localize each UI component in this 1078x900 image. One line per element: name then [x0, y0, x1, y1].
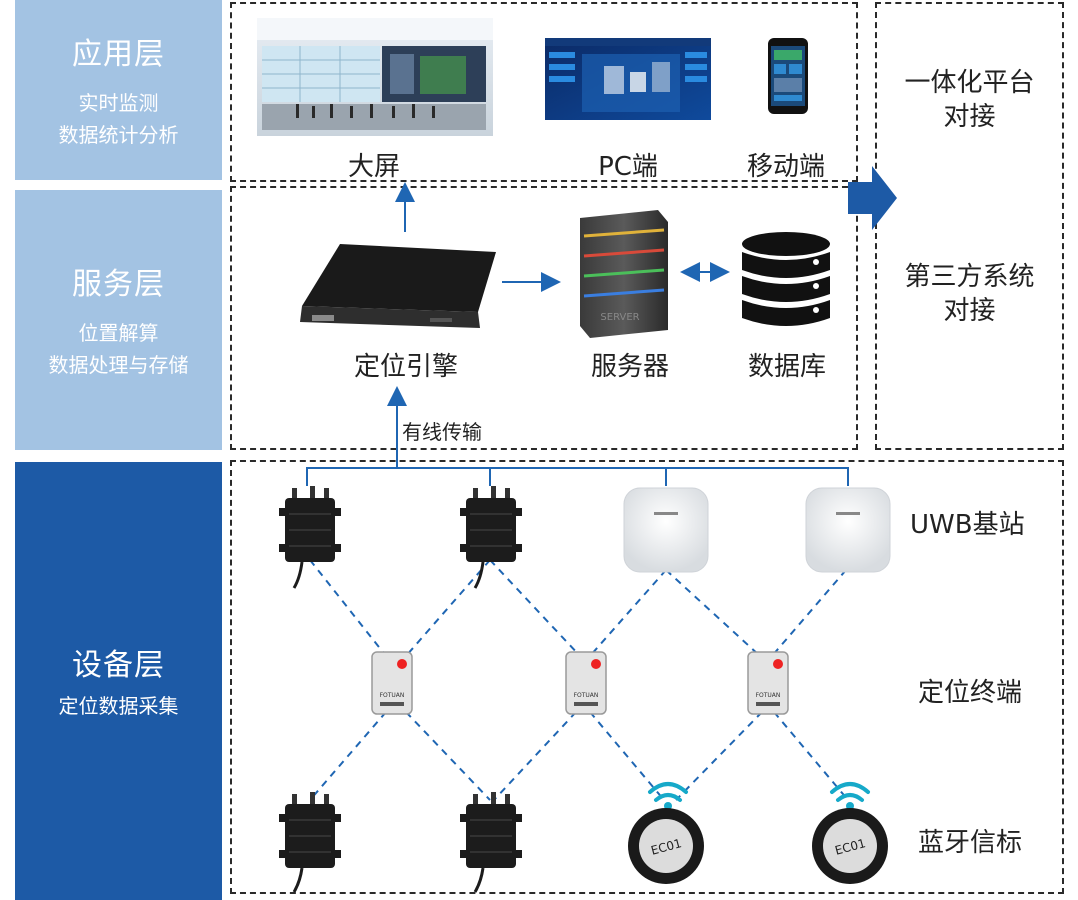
service-layer-line-1: 位置解算 [78, 321, 159, 345]
device-layer-panel: 设备层 定位数据采集 [15, 462, 222, 900]
platform-integration-line-1: 一体化平台 [904, 68, 1035, 98]
terminal-brand-2: FOTUAN [574, 692, 599, 699]
positioning-terminal-1: FOTUAN [371, 651, 413, 715]
positioning-engine-image [300, 244, 496, 328]
application-layer-line-2: 数据统计分析 [58, 123, 179, 147]
connection-lines [309, 559, 849, 801]
server-image: SERVER [580, 210, 668, 338]
uwb-station-label: UWB基站 [910, 510, 1025, 540]
uwb-station-3 [623, 487, 709, 573]
third-party-integration-line-1: 第三方系统 [904, 262, 1035, 292]
wifi-signal-icon-1 [648, 782, 688, 802]
positioning-terminal-label: 定位终端 [918, 678, 1023, 708]
big-screen-label: 大屏 [347, 152, 401, 182]
device-layer-title: 设备层 [72, 648, 165, 683]
third-party-arrow [848, 166, 897, 230]
terminal-brand-1: FOTUAN [380, 692, 405, 699]
service-layer-panel: 服务层 位置解算 数据处理与存储 [15, 190, 222, 450]
pc-screen-image [545, 38, 711, 120]
service-box [230, 186, 858, 450]
third-party-box [875, 2, 1064, 450]
service-layer-title: 服务层 [72, 267, 165, 302]
database-icon [742, 232, 830, 326]
uwb-station-2 [460, 486, 522, 589]
application-layer-title: 应用层 [72, 37, 165, 72]
terminal-brand-3: FOTUAN [756, 692, 781, 699]
database-label: 数据库 [747, 352, 827, 382]
mobile-phone-image [768, 38, 808, 114]
platform-integration-line-2: 对接 [943, 102, 996, 132]
pc-label: PC端 [598, 152, 658, 182]
application-layer-panel: 应用层 实时监测 数据统计分析 [15, 0, 222, 180]
big-screen-image [257, 18, 493, 136]
platform-integration-label: 一体化平台 对接 [875, 66, 1064, 134]
engine-label: 定位引擎 [353, 352, 459, 382]
service-layer-line-2: 数据处理与存储 [48, 353, 189, 377]
mobile-label: 移动端 [746, 152, 826, 182]
application-box [230, 2, 858, 182]
uwb-station-1 [279, 486, 341, 589]
bluetooth-beacon-1: EC01 [628, 782, 704, 884]
third-party-integration-label: 第三方系统 对接 [875, 260, 1064, 328]
uwb-station-6 [460, 792, 522, 893]
bluetooth-beacon-2: EC01 [812, 782, 888, 884]
bluetooth-beacon-label: 蓝牙信标 [918, 828, 1023, 858]
uwb-station-4 [805, 487, 891, 573]
wired-transmission-label: 有线传输 [402, 420, 482, 444]
server-label: 服务器 [590, 352, 670, 382]
uwb-station-5 [279, 792, 341, 893]
device-layer-line-1: 定位数据采集 [58, 694, 179, 718]
application-layer-line-1: 实时监测 [78, 91, 159, 115]
third-party-integration-line-2: 对接 [943, 296, 996, 326]
server-text: SERVER [600, 312, 639, 323]
wifi-signal-icon-2 [830, 782, 870, 802]
bus-line [306, 467, 849, 486]
positioning-terminal-2: FOTUAN [565, 651, 607, 715]
positioning-terminal-3: FOTUAN [747, 651, 789, 715]
device-box [230, 460, 1064, 894]
